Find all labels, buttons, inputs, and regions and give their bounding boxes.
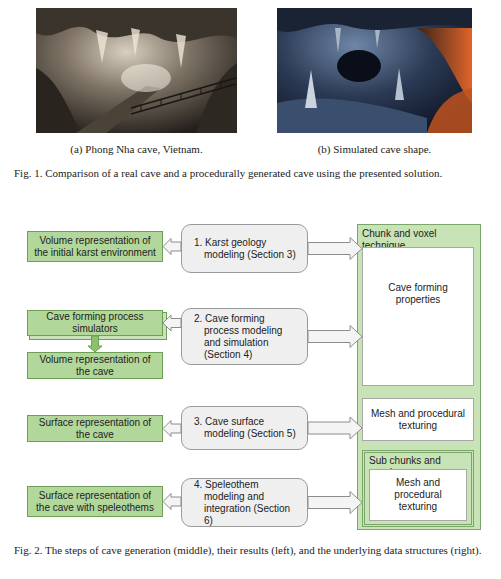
block-arrow: [308, 326, 362, 348]
node-text: Cave forming properties: [369, 282, 467, 306]
block-arrow: [88, 336, 102, 352]
result-box: Volume representation of the cave: [27, 352, 163, 379]
node-text: Mesh and procedural texturing: [376, 477, 460, 513]
node-text: Volume representation of the initial kar…: [34, 235, 156, 259]
block-arrow: [163, 494, 181, 510]
node-text: Surface representation of the cave with …: [34, 490, 156, 514]
data-structure-box: Cave forming properties: [362, 247, 474, 386]
result-box: Surface representation of the cave with …: [27, 486, 163, 517]
data-structure-box: Mesh and procedural texturing: [369, 469, 467, 521]
step-box: 1. Karst geology modeling (Section 3): [181, 224, 308, 273]
node-text: Mesh and procedural texturing: [369, 408, 467, 432]
data-structure-box: Mesh and procedural texturing: [362, 398, 474, 441]
block-arrow: [308, 238, 362, 260]
node-text: Volume representation of the cave: [34, 354, 156, 378]
cave-photo: [36, 8, 237, 133]
figure-caption: Fig. 1. Comparison of a real cave and a …: [14, 166, 488, 180]
subfigure-caption: (a) Phong Nha cave, Vietnam.: [36, 142, 237, 156]
block-arrow: [308, 417, 362, 439]
figure-caption: Fig. 2. The steps of cave generation (mi…: [14, 543, 488, 557]
block-arrow: [163, 315, 181, 331]
block-arrow: [163, 239, 181, 255]
result-box: Cave forming process simulators: [27, 310, 163, 336]
step-box: 3. Cave surface modeling (Section 5): [181, 406, 308, 450]
data-structure-group: Chunk and voxel techniqueCave forming pr…: [357, 224, 481, 530]
step-box: 2. Cave forming process modeling and sim…: [181, 308, 308, 365]
block-arrow: [163, 421, 181, 437]
data-structure-group: Sub chunks and voxelsMesh and procedural…: [362, 450, 474, 527]
node-text: 1. Karst geology modeling (Section 3): [204, 237, 301, 261]
result-box: Surface representation of the cave: [27, 415, 163, 442]
block-arrow: [308, 492, 362, 514]
node-text: 4. Speleothem modeling and integration (…: [204, 479, 301, 527]
node-text: 3. Cave surface modeling (Section 5): [204, 416, 301, 440]
step-box: 4. Speleothem modeling and integration (…: [181, 478, 308, 527]
subfigure-caption: (b) Simulated cave shape.: [277, 142, 472, 156]
node-text: 2. Cave forming process modeling and sim…: [204, 313, 301, 361]
result-box: Volume representation of the initial kar…: [27, 231, 163, 262]
node-text: Cave forming process simulators: [34, 311, 156, 335]
simulated-cave-render: [277, 8, 472, 133]
node-text: Surface representation of the cave: [34, 417, 156, 441]
